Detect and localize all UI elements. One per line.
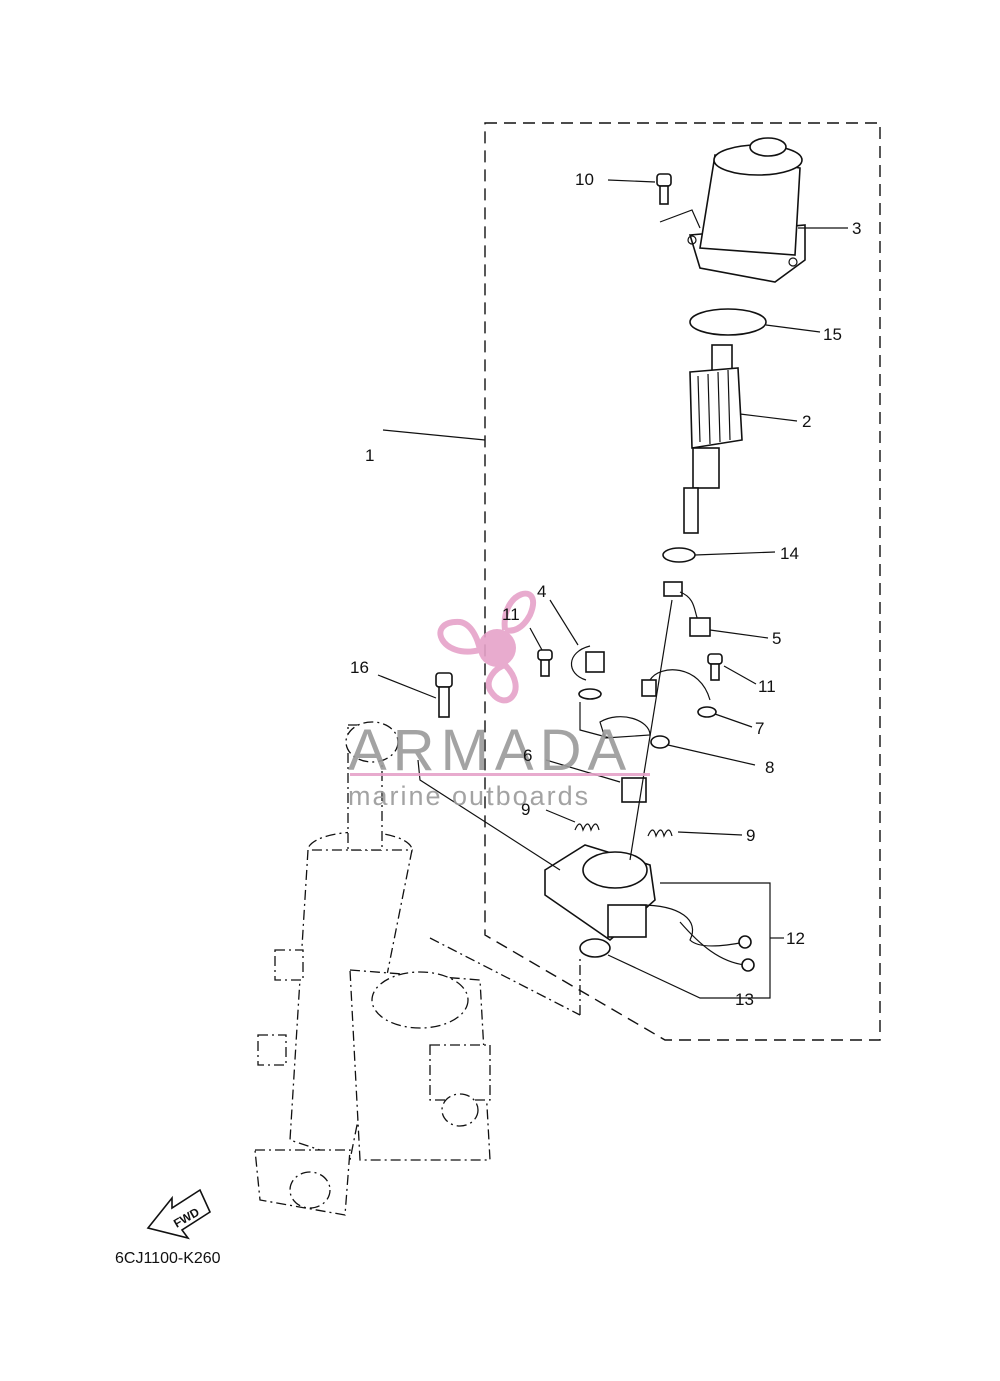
leader-lines xyxy=(377,179,848,999)
spring-9-left xyxy=(574,823,600,832)
callout-2: 2 xyxy=(802,412,811,431)
tilt-cylinder-ghost xyxy=(254,721,581,1216)
brush-4 xyxy=(570,645,605,700)
callout-14: 14 xyxy=(780,544,799,563)
callout-7: 7 xyxy=(755,719,764,738)
callout-4: 4 xyxy=(537,582,546,601)
screw-10 xyxy=(656,173,701,229)
callout-15: 15 xyxy=(823,325,842,344)
callout-9-left: 9 xyxy=(521,800,530,819)
grommet-13 xyxy=(579,938,611,958)
spring-holder-7 xyxy=(641,669,717,718)
brush-5 xyxy=(663,581,711,637)
propeller-logo-icon xyxy=(437,590,537,704)
callout-16: 16 xyxy=(350,658,369,677)
watermark-underline xyxy=(350,773,650,776)
callout-9-right: 9 xyxy=(746,826,755,845)
watermark-tagline: marine outboards xyxy=(348,781,590,811)
callout-labels: 1 2 3 4 5 6 7 8 9 9 10 11 11 12 13 14 15… xyxy=(350,170,861,1009)
callout-13: 13 xyxy=(735,990,754,1009)
callout-11-left: 11 xyxy=(502,605,520,624)
washer-14 xyxy=(662,547,696,563)
callout-10: 10 xyxy=(575,170,594,189)
watermark: ARMADA marine outboards xyxy=(348,590,650,811)
callout-11-right: 11 xyxy=(758,677,776,696)
part-code: 6CJ1100-K260 xyxy=(115,1250,221,1267)
motor-yoke xyxy=(687,137,806,283)
screw-11-right xyxy=(707,653,723,681)
callout-12: 12 xyxy=(786,929,805,948)
fwd-arrow-icon: FWD xyxy=(146,1188,212,1240)
armature xyxy=(683,344,743,534)
callout-6: 6 xyxy=(523,746,532,765)
screw-11-left xyxy=(537,649,553,677)
brush-plate-12 xyxy=(544,844,755,972)
callout-8: 8 xyxy=(765,758,774,777)
o-ring xyxy=(689,308,767,336)
assembly-axis xyxy=(629,599,673,861)
callout-5: 5 xyxy=(772,629,781,648)
spring-9-right xyxy=(647,829,673,838)
watermark-brand: ARMADA xyxy=(348,718,632,783)
callout-1: 1 xyxy=(365,446,374,465)
bolt-16 xyxy=(435,672,453,718)
assembly-boundary xyxy=(484,122,881,1041)
callout-3: 3 xyxy=(852,219,861,238)
